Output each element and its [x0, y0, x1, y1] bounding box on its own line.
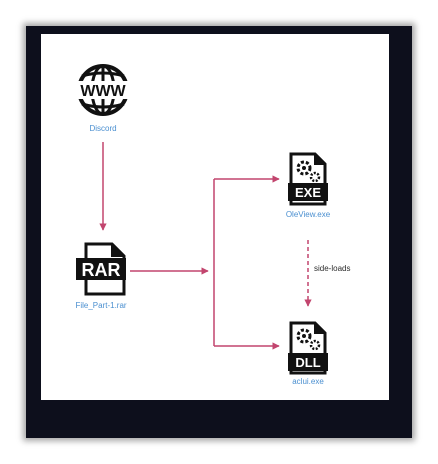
- gear-icon: [296, 328, 321, 351]
- dll-icon-text: DLL: [295, 355, 320, 370]
- aclui-label: aclui.exe: [292, 377, 324, 386]
- exe-file-icon: EXE: [288, 152, 328, 206]
- gear-icon: [296, 160, 321, 183]
- exe-icon-text: EXE: [295, 185, 321, 200]
- rar-label: File_Part-1.rar: [75, 301, 127, 310]
- dll-file-icon: DLL: [288, 321, 328, 375]
- edge-junction-to-oleview: [213, 179, 279, 346]
- sideload-edge-label: side-loads: [314, 264, 351, 273]
- rar-file-icon: RAR: [76, 242, 126, 296]
- oleview-label: OleView.exe: [285, 210, 331, 219]
- rar-icon-text: RAR: [82, 260, 121, 280]
- discord-label: Discord: [89, 124, 117, 133]
- globe-www-icon: WWW: [75, 64, 131, 116]
- www-icon-text: WWW: [80, 83, 126, 100]
